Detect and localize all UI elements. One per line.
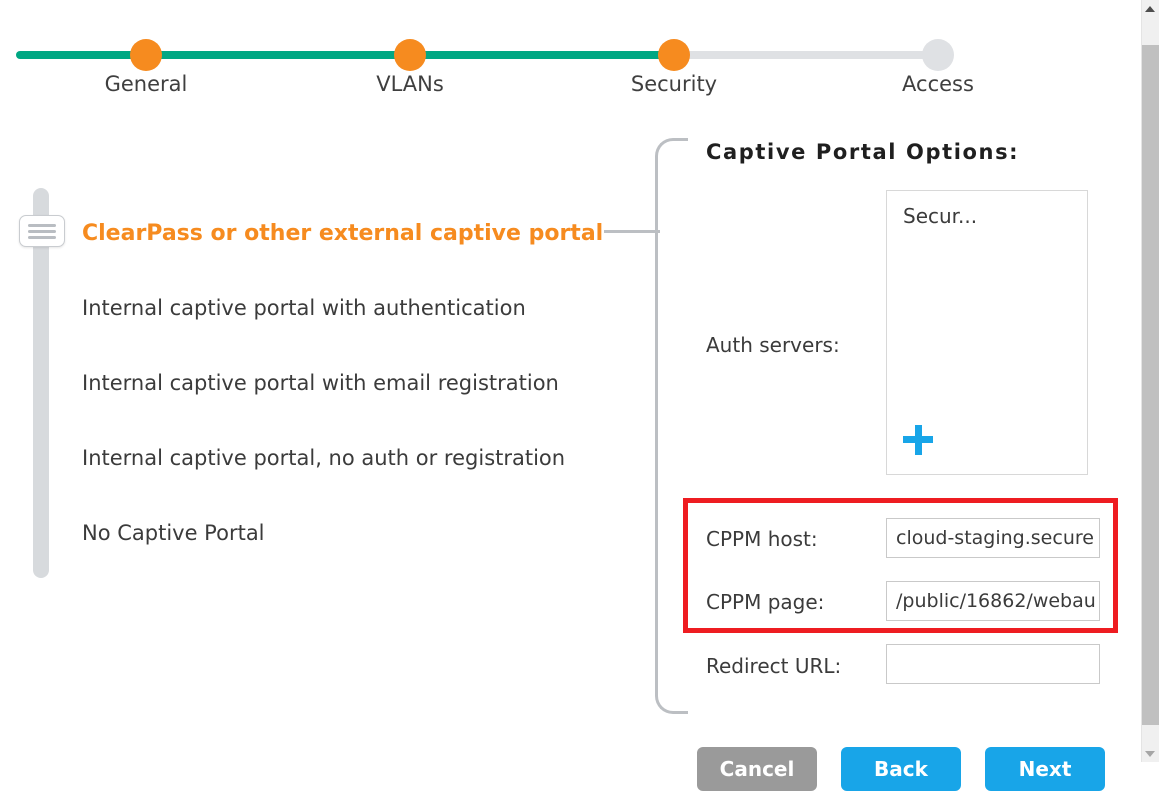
auth-servers-label: Auth servers: — [706, 333, 840, 357]
list-item[interactable]: Secur... — [903, 204, 978, 228]
stepper-label-general[interactable]: General — [104, 72, 188, 96]
portal-type-slider-handle[interactable] — [19, 215, 65, 247]
back-button[interactable]: Back — [841, 747, 961, 791]
cppm-host-input[interactable] — [886, 518, 1100, 558]
scroll-down-button[interactable] — [1142, 745, 1159, 762]
option-no-captive-portal[interactable]: No Captive Portal — [82, 521, 265, 545]
redirect-url-label: Redirect URL: — [706, 654, 842, 678]
options-bracket — [655, 138, 688, 714]
stepper-label-security[interactable]: Security — [630, 72, 718, 96]
stepper-label-access[interactable]: Access — [902, 72, 974, 96]
grip-lines-icon — [28, 236, 56, 239]
cppm-page-input[interactable] — [886, 581, 1100, 621]
option-internal-portal-no-auth[interactable]: Internal captive portal, no auth or regi… — [82, 446, 566, 470]
option-clearpass-external-portal[interactable]: ClearPass or other external captive port… — [82, 221, 604, 246]
stepper-dot-general[interactable] — [130, 39, 162, 71]
grip-lines-icon — [28, 224, 56, 227]
option-internal-portal-authentication[interactable]: Internal captive portal with authenticat… — [82, 296, 526, 320]
captive-portal-options-panel: Captive Portal Options: — [706, 140, 1126, 164]
stepper-line-completed — [16, 51, 674, 59]
panel-title: Captive Portal Options: — [706, 140, 1020, 164]
cppm-host-label: CPPM host: — [706, 527, 818, 551]
cppm-page-label: CPPM page: — [706, 590, 825, 614]
stepper-dot-vlans[interactable] — [394, 39, 426, 71]
cancel-button[interactable]: Cancel — [697, 747, 817, 791]
redirect-url-input[interactable] — [886, 644, 1100, 684]
triangle-down-icon — [1145, 751, 1155, 757]
scroll-up-button[interactable] — [1142, 0, 1159, 17]
wizard-progress-stepper: General VLANs Security Access — [0, 0, 1140, 120]
bracket-connector-line — [604, 230, 660, 233]
wizard-canvas: General VLANs Security Access ClearPass … — [0, 0, 1140, 791]
captive-portal-option-list: ClearPass or other external captive port… — [82, 196, 604, 571]
triangle-up-icon — [1145, 6, 1155, 12]
portal-type-slider-track[interactable] — [33, 188, 49, 578]
grip-lines-icon — [28, 230, 56, 233]
next-button[interactable]: Next — [985, 747, 1105, 791]
vertical-scrollbar[interactable] — [1141, 0, 1159, 762]
stepper-label-vlans[interactable]: VLANs — [376, 72, 444, 96]
stepper-dot-access[interactable] — [922, 39, 954, 71]
scrollbar-thumb[interactable] — [1142, 45, 1159, 725]
plus-icon[interactable] — [903, 424, 937, 458]
auth-servers-listbox[interactable]: Secur... — [886, 190, 1088, 475]
stepper-dot-security[interactable] — [658, 39, 690, 71]
stepper-line-remaining — [658, 51, 944, 59]
option-internal-portal-email[interactable]: Internal captive portal with email regis… — [82, 371, 559, 395]
